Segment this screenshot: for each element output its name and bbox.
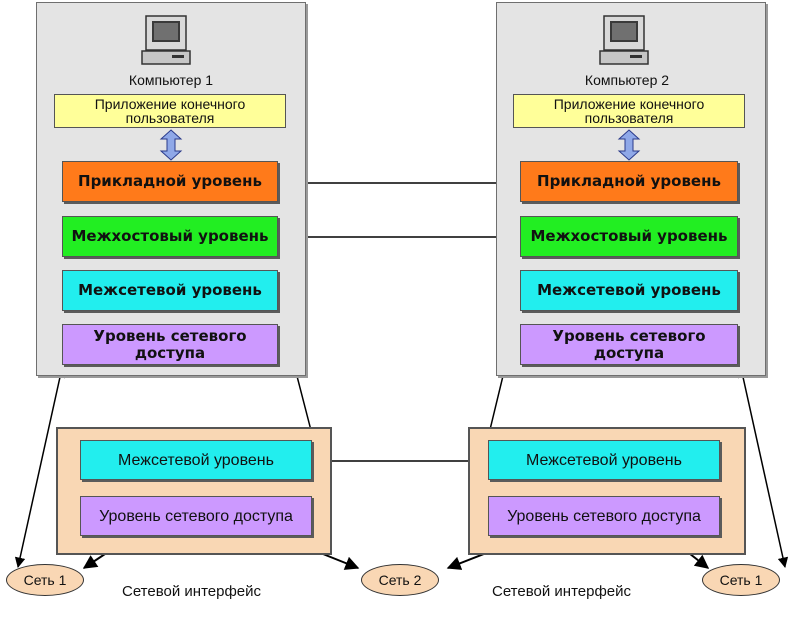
network-2: Сеть 2 — [361, 564, 439, 596]
application-layer: Прикладной уровень — [62, 161, 278, 202]
double-arrow-icon — [617, 129, 641, 161]
router-internet-layer: Межсетевой уровень — [80, 440, 312, 480]
router-network-access-layer: Уровень сетевого доступа — [488, 496, 720, 536]
computer-icon — [141, 15, 191, 65]
router-network-access-layer: Уровень сетевого доступа — [80, 496, 312, 536]
computer-name: Компьютер 2 — [584, 72, 670, 88]
network-1-right: Сеть 1 — [702, 564, 780, 596]
internet-layer: Межсетевой уровень — [520, 270, 738, 311]
computer-icon — [599, 15, 649, 65]
double-arrow-icon — [159, 129, 183, 161]
link-host2-net1 — [737, 366, 789, 569]
application-layer: Прикладной уровень — [520, 161, 738, 202]
end-user-app-box: Приложение конечного пользователя — [54, 94, 286, 128]
network-access-layer: Уровень сетевого доступа — [62, 324, 278, 365]
network-interface-label: Сетевой интерфейс — [122, 583, 262, 600]
transport-layer: Межхостовый уровень — [520, 216, 738, 257]
transport-layer: Межхостовый уровень — [62, 216, 278, 257]
end-user-app-box: Приложение конечного пользователя — [513, 94, 745, 128]
link-host1-net1 — [14, 366, 66, 569]
computer-name: Компьютер 1 — [128, 72, 214, 88]
router-internet-layer: Межсетевой уровень — [488, 440, 720, 480]
network-access-layer: Уровень сетевого доступа — [520, 324, 738, 365]
network-interface-label: Сетевой интерфейс — [492, 583, 632, 600]
internet-layer: Межсетевой уровень — [62, 270, 278, 311]
network-1-left: Сеть 1 — [6, 564, 84, 596]
